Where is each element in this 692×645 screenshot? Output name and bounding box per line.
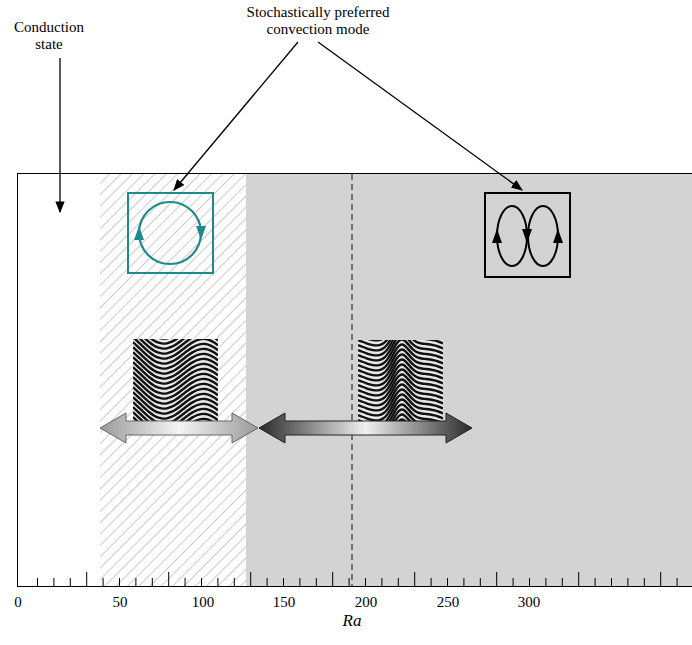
axis-title: Ra bbox=[337, 612, 367, 629]
dashed-line bbox=[351, 174, 352, 586]
double-roll-icon bbox=[485, 193, 570, 277]
plot-frame bbox=[17, 173, 692, 587]
plot-border bbox=[18, 174, 692, 587]
tick-label: 200 bbox=[349, 594, 383, 611]
tick-label: 50 bbox=[105, 594, 135, 611]
annotation-label: Stochastically preferred convection mode bbox=[228, 4, 408, 38]
tick-label: 300 bbox=[512, 594, 546, 611]
leader-arrow bbox=[174, 42, 298, 190]
tick-label: 150 bbox=[267, 594, 301, 611]
interferogram bbox=[133, 339, 218, 425]
tick-label: 0 bbox=[3, 594, 33, 611]
hatched-region bbox=[100, 173, 246, 587]
single-roll-icon bbox=[128, 193, 213, 273]
leader-arrow bbox=[59, 58, 60, 212]
range-arrow bbox=[100, 413, 258, 443]
axis-ticks bbox=[38, 572, 678, 586]
grey-region bbox=[246, 173, 692, 587]
interferogram bbox=[358, 340, 443, 425]
tick-label: 250 bbox=[431, 594, 465, 611]
leader-arrow bbox=[318, 42, 522, 190]
tick-label: 100 bbox=[186, 594, 220, 611]
range-arrow bbox=[259, 413, 472, 443]
annotation-label: Conduction state bbox=[3, 19, 95, 53]
